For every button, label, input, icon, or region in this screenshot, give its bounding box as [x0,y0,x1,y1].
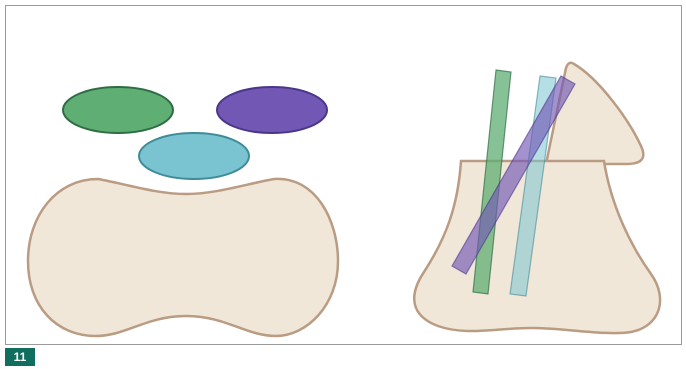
cyan-ellipse [139,133,249,179]
green-ellipse [63,87,173,133]
purple-ellipse [217,87,327,133]
base-body [28,179,338,336]
figure-number-badge: 11 [5,348,35,366]
right-panel [414,63,660,333]
figure-frame [5,5,682,345]
figure-illustration [6,6,683,346]
left-panel [28,87,338,336]
